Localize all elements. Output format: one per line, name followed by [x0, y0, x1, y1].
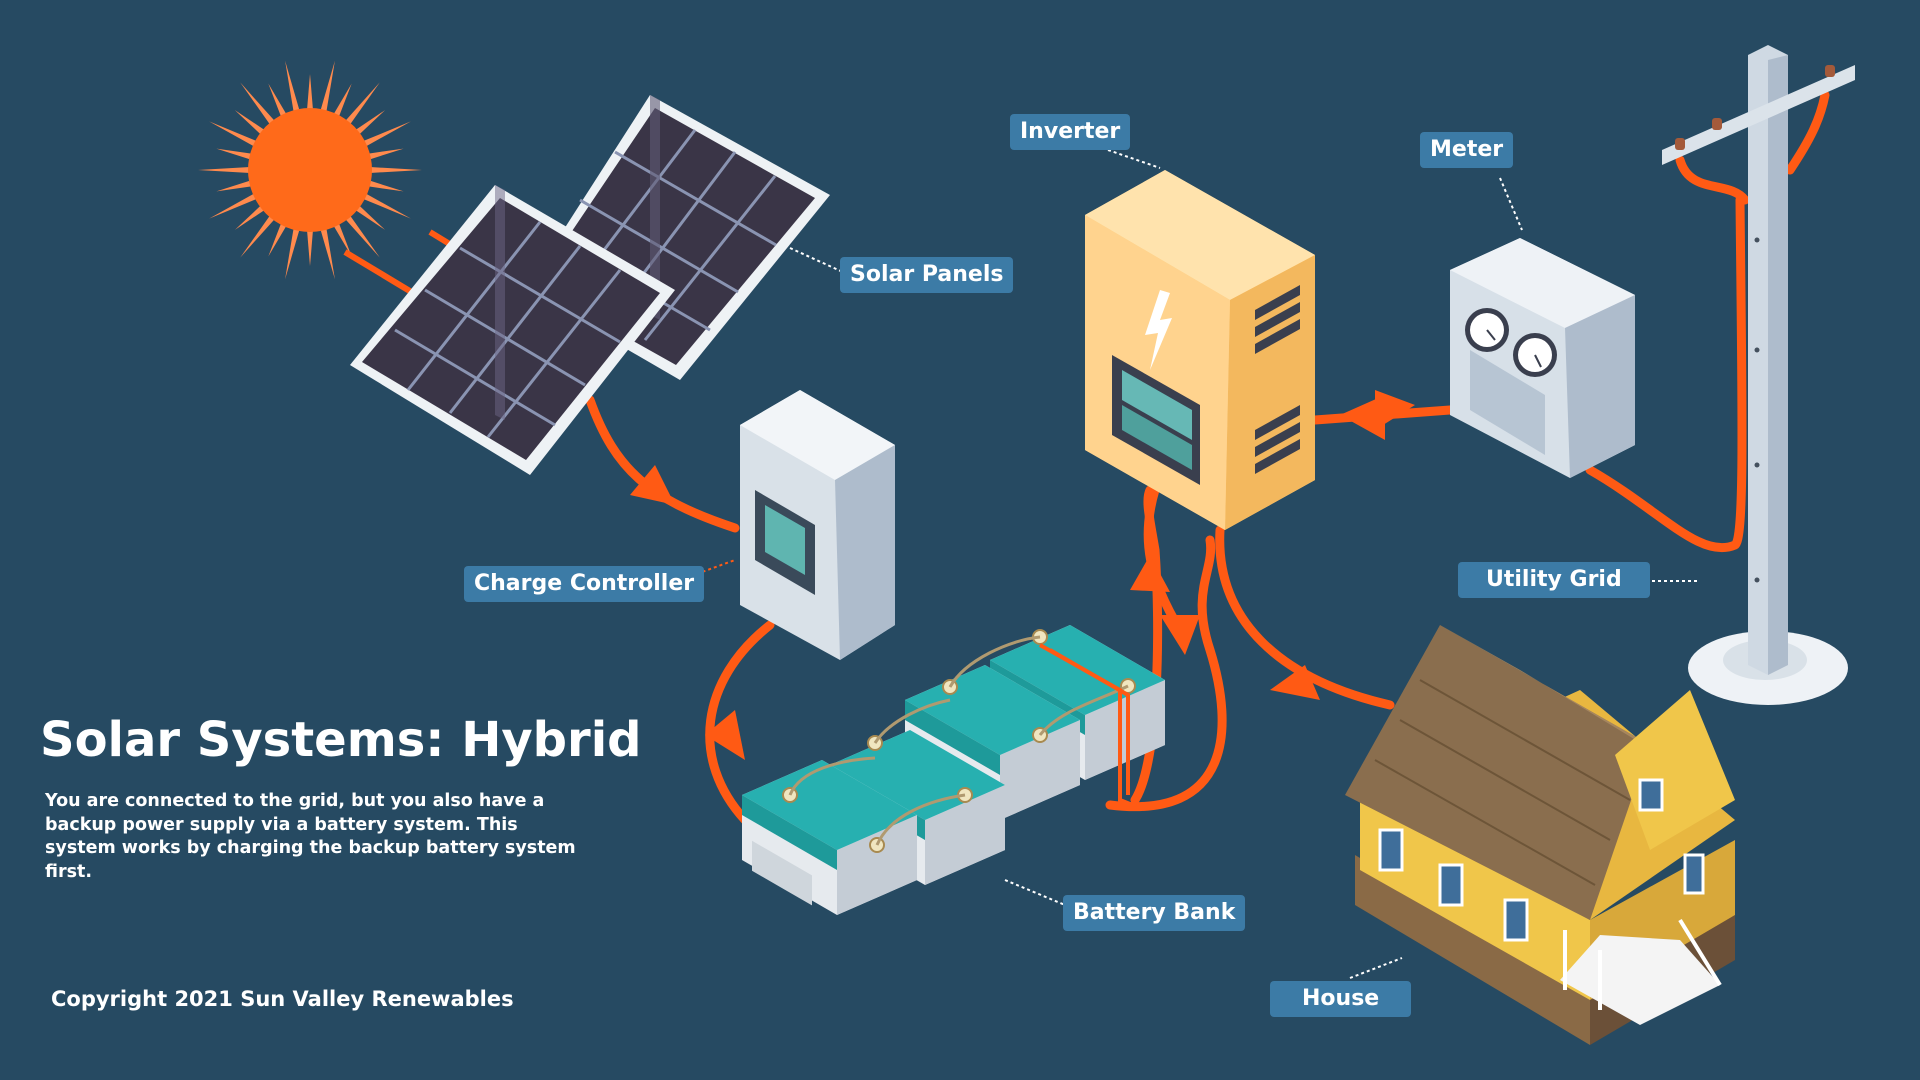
flow-inverter-to-battery: [1105, 535, 1227, 812]
utility-grid-label: Utility Grid: [1458, 562, 1650, 598]
sun-ray: [355, 110, 386, 135]
battery-bank-label: Battery Bank: [1063, 895, 1246, 931]
sun-ray: [209, 193, 258, 219]
sun-ray: [345, 82, 380, 125]
sun-ray: [240, 82, 275, 125]
solar-panels-leader: [789, 247, 846, 274]
sun-ray: [268, 222, 287, 257]
sun-ray: [285, 227, 300, 280]
sun-ray: [307, 229, 313, 266]
sun-ray: [333, 222, 352, 257]
sun-ray: [198, 167, 251, 173]
sun-ray: [216, 180, 253, 192]
meter-box: [1450, 238, 1635, 478]
flow-inverter-to-house: [1215, 525, 1395, 710]
sun-ray: [320, 60, 335, 113]
sun-ray: [268, 83, 287, 118]
sun-ray: [355, 205, 386, 230]
inverter-box: [1085, 170, 1315, 530]
description: You are connected to the grid, but you a…: [45, 791, 576, 882]
charge-controller-box: [740, 390, 895, 660]
sun-icon: [198, 60, 422, 280]
battery-bank-leader: [1004, 879, 1066, 906]
sun-ray: [362, 121, 411, 147]
sun-ray: [234, 110, 265, 135]
sun-ray: [307, 74, 313, 111]
sun-ray: [234, 205, 265, 230]
flow-pole-wire-right: [1785, 90, 1830, 175]
flow-meter-to-pole: [1585, 195, 1747, 553]
sun-ray: [240, 215, 275, 258]
sun-ray: [216, 148, 253, 160]
flow-controller-to-batteries: [705, 620, 775, 825]
page-title: Solar Systems: Hybrid: [40, 712, 642, 768]
house-label: House: [1270, 981, 1412, 1017]
inverter-label: Inverter: [1010, 114, 1131, 150]
flow-arrowheads: [630, 390, 1415, 760]
house-leader: [1349, 957, 1403, 979]
sun-ray: [367, 180, 404, 192]
sun-ray: [333, 83, 352, 118]
flow-panels-to-controller: [585, 395, 740, 533]
meter-label: Meter: [1420, 132, 1514, 168]
sun-ray: [285, 60, 300, 113]
solar-panel-front: [350, 185, 675, 475]
battery-bank: [742, 625, 1165, 915]
sun-ray: [362, 193, 411, 219]
copyright-text: Copyright 2021 Sun Valley Renewables: [51, 987, 514, 1011]
flow-inverter-left-loop: [1143, 485, 1185, 635]
flow-pole-wire: [1675, 155, 1750, 205]
solar-panels-label: Solar Panels: [840, 257, 1014, 293]
sun-ray: [367, 148, 404, 160]
sun-ray: [345, 215, 380, 258]
meter-leader: [1499, 177, 1523, 231]
house: [1345, 625, 1735, 1045]
sun-ray: [320, 227, 335, 280]
charge-controller-leader: [679, 559, 736, 581]
lightning-icon: [1145, 290, 1172, 370]
charge-controller-label: Charge Controller: [464, 566, 705, 602]
inverter-leader: [1107, 149, 1161, 169]
sun-ray: [369, 167, 422, 173]
sun-ray: [209, 121, 258, 147]
utility-pole: [1662, 45, 1855, 705]
